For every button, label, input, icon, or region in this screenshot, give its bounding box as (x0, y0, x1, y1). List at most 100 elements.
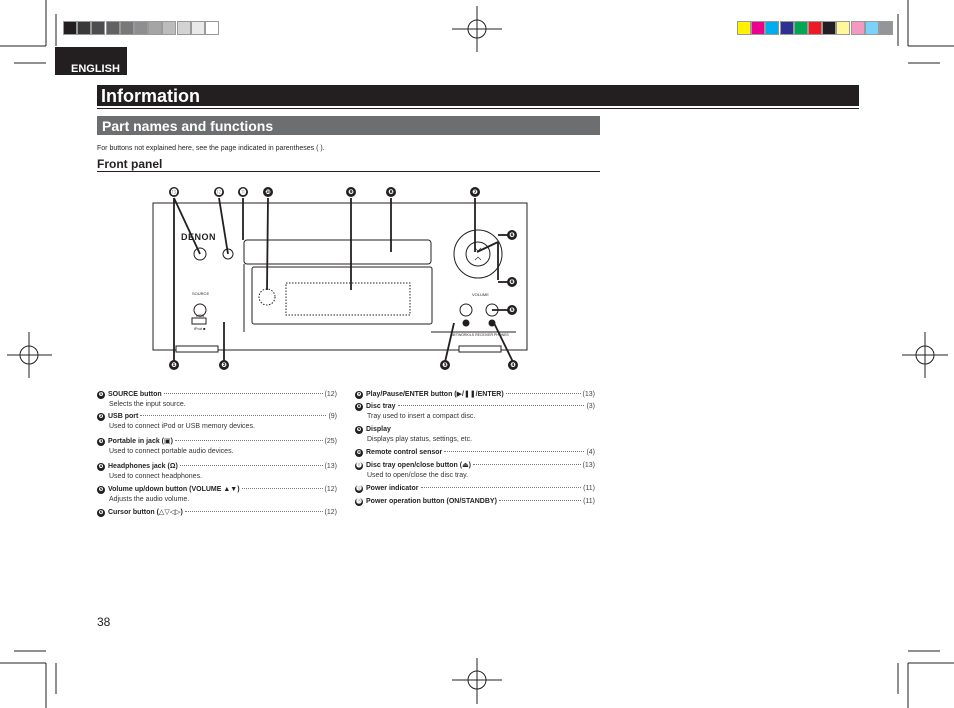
legend-name: Power indicator (366, 485, 419, 492)
callout-9: ❾ (346, 187, 356, 197)
legend-description: Displays play status, settings, etc. (367, 436, 473, 443)
legend-number: ⓬ (355, 485, 363, 493)
legend-number: ❹ (97, 463, 105, 471)
callout-13: ⓭ (169, 187, 179, 197)
legend-name: Cursor button (△▽◁▷) (108, 509, 183, 516)
page-title: Information (97, 85, 859, 106)
legend-page-ref: (25) (324, 438, 337, 445)
legend-description: Adjusts the audio volume. (109, 496, 190, 503)
usb-port-label: USB (196, 313, 205, 318)
legend-page-ref: (13) (324, 463, 337, 470)
calibration-swatch (162, 21, 177, 35)
device-brand-logo: DENON (181, 232, 217, 242)
calibration-swatch (119, 21, 134, 35)
calibration-swatch (836, 21, 851, 35)
legend-page-ref: (13) (582, 462, 595, 469)
legend-page-ref: (12) (324, 391, 337, 398)
legend-number: ❻ (97, 509, 105, 517)
callout-2: ❷ (219, 360, 229, 370)
legend-number: ⓫ (355, 462, 363, 470)
callout-3: ❸ (440, 360, 450, 370)
source-button-label: SOURCE (192, 291, 210, 296)
subheading-front-panel: Front panel (97, 157, 163, 171)
calibration-swatch (808, 21, 822, 35)
calibration-swatch (765, 21, 780, 35)
legend-page-ref: (3) (586, 403, 595, 410)
calibration-swatch (148, 21, 163, 35)
legend-page-ref: (9) (328, 413, 337, 420)
callout-4: ❹ (508, 360, 518, 370)
ipod-port-label: iPod ■ (194, 326, 206, 331)
calibration-swatch (105, 21, 120, 35)
legend-number: ❶ (97, 391, 105, 399)
page-number: 38 (97, 615, 111, 629)
calibration-swatch (779, 21, 794, 35)
legend-name: Play/Pause/ENTER button (▶/❚❚/ENTER) (366, 391, 504, 398)
legend-name: SOURCE button (108, 391, 162, 398)
legend-name: Volume up/down button (VOLUME ▲▼) (108, 486, 240, 493)
legend-page-ref: (11) (583, 485, 595, 492)
legend-page-ref: (13) (582, 391, 595, 398)
legend-name: Remote control sensor (366, 449, 443, 456)
language-tab: ENGLISH (55, 47, 127, 75)
callout-10: ❿ (263, 187, 273, 197)
legend-number: ❽ (355, 403, 363, 411)
legend-number: ❾ (355, 426, 363, 434)
legend-description: Used to connect iPod or USB memory devic… (109, 423, 255, 430)
legend-description: Used to connect headphones. (109, 473, 203, 480)
calibration-swatch (879, 21, 893, 35)
legend-description: Tray used to insert a compact disc. (367, 413, 476, 420)
callout-5: ❺ (507, 305, 517, 315)
legend-page-ref: (4) (586, 449, 595, 456)
subheading-rule (97, 171, 600, 172)
legend-number: ❷ (97, 413, 105, 421)
legend-name: Portable in jack (▣) (108, 438, 173, 445)
legend-page-ref: (11) (583, 498, 595, 505)
callout-1: ❶ (169, 360, 179, 370)
legend-name: Disc tray open/close button (⏏) (366, 462, 472, 469)
calibration-swatch (737, 21, 751, 35)
legend-page-ref: (12) (324, 486, 337, 493)
calibration-swatch (850, 21, 865, 35)
calibration-swatch (176, 21, 191, 35)
calibration-swatch (751, 21, 766, 35)
legend-name: Power operation button (ON/STANDBY) (366, 498, 497, 505)
calibration-swatch (91, 21, 106, 35)
legend-description: Used to open/close the disc tray. (367, 472, 469, 479)
calibration-swatch (822, 21, 837, 35)
legend-number: ❼ (355, 391, 363, 399)
calibration-swatch (190, 21, 205, 35)
intro-note: For buttons not explained here, see the … (97, 145, 325, 152)
calibration-swatch (134, 21, 148, 35)
legend-description: Selects the input source. (109, 401, 186, 408)
legend-number: ❿ (355, 449, 363, 457)
section-title: Part names and functions (97, 116, 600, 135)
calibration-swatch (63, 21, 77, 35)
legend-name: USB port (108, 413, 139, 420)
legend-number: ⓭ (355, 498, 363, 506)
calibration-swatch (77, 21, 92, 35)
calibration-swatch (205, 21, 219, 35)
title-rule (97, 108, 859, 109)
callout-12: ⓬ (214, 187, 224, 197)
callout-8: ❽ (386, 187, 396, 197)
legend-description: Used to connect portable audio devices. (109, 448, 234, 455)
callout-6a: ❻ (507, 230, 517, 240)
jack-labels: NETWORK/LS RECEIVER PHONES (451, 333, 509, 337)
legend-name: Headphones jack (Ω) (108, 463, 178, 470)
callout-11: ⓫ (238, 187, 248, 197)
